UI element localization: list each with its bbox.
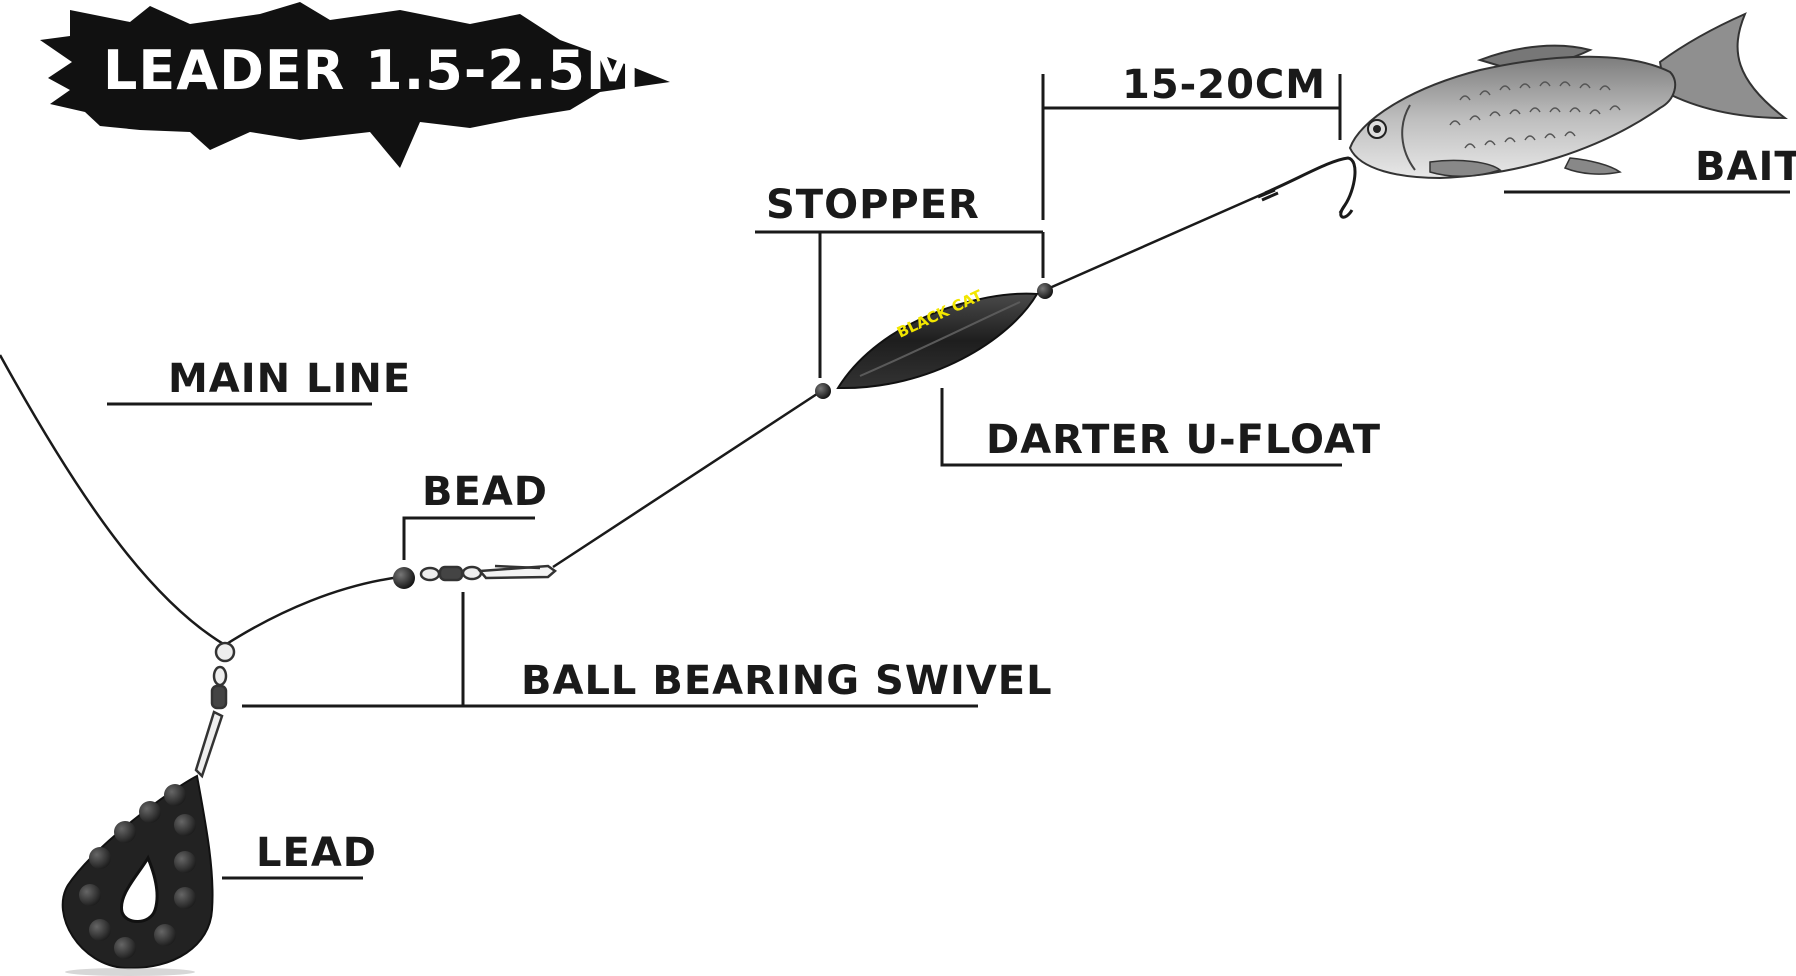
stopper-bead-upper <box>1037 283 1053 299</box>
lead-studs <box>79 784 196 959</box>
lead-swivel <box>194 641 236 779</box>
label-lead: LEAD <box>256 830 377 876</box>
callout-lines <box>107 74 1790 880</box>
hook <box>1257 156 1357 219</box>
label-swivel: BALL BEARING SWIVEL <box>521 658 1053 704</box>
fish-gill <box>1401 104 1416 171</box>
main-line <box>0 354 401 647</box>
ball-bearing-swivel <box>419 564 558 582</box>
bead-ball <box>393 567 415 589</box>
hook-link-line <box>1044 191 1266 292</box>
fish-scales <box>1449 81 1621 149</box>
darter-u-float: BLACK CAT <box>836 286 1039 390</box>
label-darter-float: DARTER U-FLOAT <box>986 417 1381 463</box>
label-bead: BEAD <box>422 469 548 515</box>
bead-callout <box>402 516 535 560</box>
fish-pupil <box>1373 125 1381 133</box>
fish-body <box>1348 55 1677 180</box>
leader-line <box>552 388 824 569</box>
fish-anal-fin <box>1563 157 1622 175</box>
fish-pectoral-fin <box>1429 159 1502 178</box>
bait-fish <box>1348 12 1788 180</box>
label-bait: BAIT <box>1695 144 1796 190</box>
label-stopper: STOPPER <box>766 182 980 228</box>
title-text: LEADER 1.5-2.5M <box>103 39 641 102</box>
title-banner-shape <box>40 2 670 168</box>
label-main-line: MAIN LINE <box>168 356 411 402</box>
label-spacing: 15-20CM <box>1122 62 1326 108</box>
lead-weight <box>61 774 214 976</box>
fish-tail <box>1658 12 1788 120</box>
stopper-bead-lower <box>815 383 831 399</box>
float-callout <box>940 388 1342 467</box>
title-banner: LEADER 1.5-2.5M <box>40 2 670 168</box>
